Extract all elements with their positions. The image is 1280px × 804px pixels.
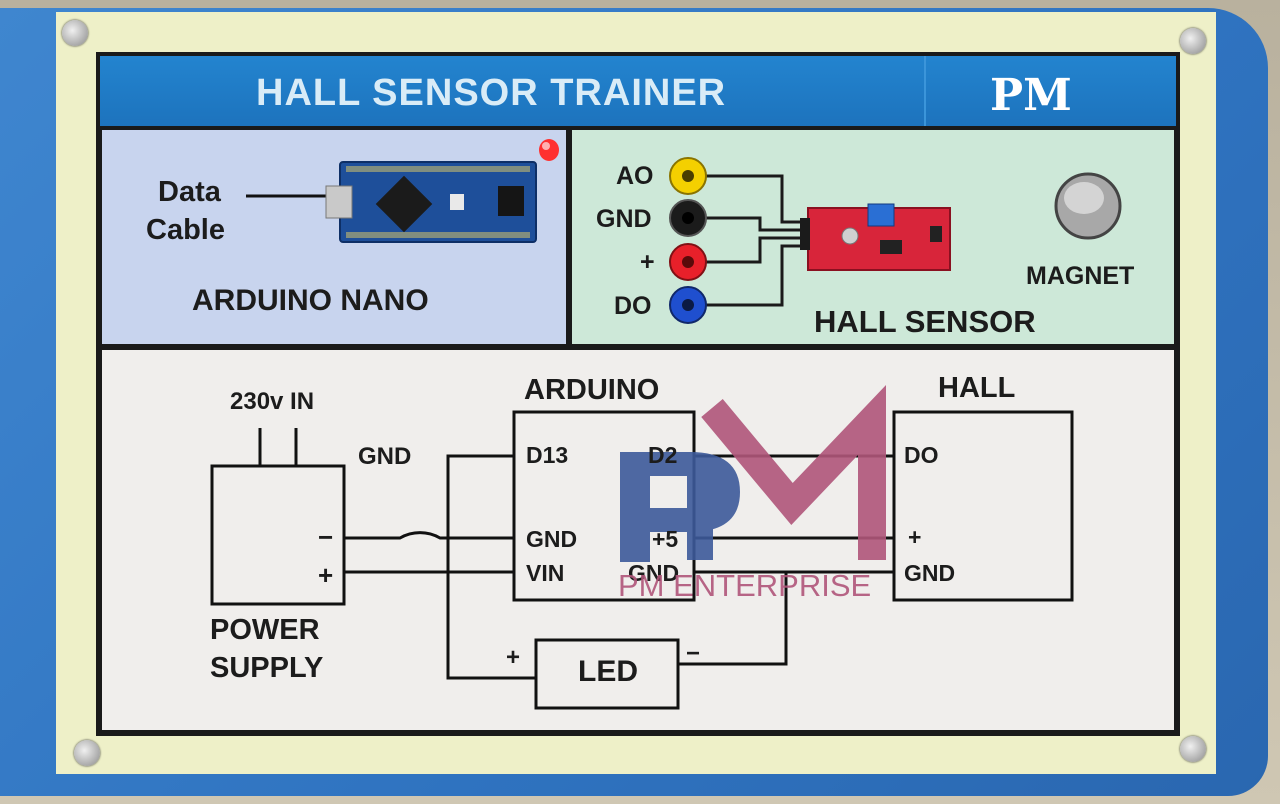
led-box [534, 638, 680, 710]
terminal-label-ao: AO [616, 162, 654, 190]
terminal-label-do: DO [614, 292, 652, 320]
arduino-nano-board [325, 161, 537, 243]
led-plus-label: + [506, 644, 521, 671]
potentiometer [867, 203, 895, 227]
arduino-pin-d13: D13 [526, 442, 569, 468]
data-cable-label-line2: Cable [146, 214, 225, 246]
pm-logo: PM [990, 70, 1072, 121]
magnet-label: MAGNET [1026, 262, 1135, 290]
screw-top-right [1180, 28, 1206, 54]
supply-plus-label: + [318, 560, 334, 590]
screw-bottom-right [1180, 736, 1206, 762]
banner-divider [924, 56, 926, 126]
hall-box [892, 410, 1074, 602]
supply-minus-label: − [318, 522, 334, 552]
arduino-pin-gnd-right: GND [628, 560, 680, 586]
icsp-header [498, 186, 524, 216]
arduino-pin-gnd-left: GND [526, 526, 578, 552]
hall-title: HALL [938, 372, 1016, 404]
usb-connector [325, 185, 353, 219]
hall-pin-gnd: GND [904, 560, 956, 586]
arduino-title: ARDUINO [524, 374, 660, 406]
watermark-company: PM ENTERPRISE [618, 568, 872, 603]
power-label: POWER [210, 614, 320, 646]
red-led [539, 139, 559, 161]
arduino-pin-5v: +5 [652, 526, 679, 552]
reset-button [450, 194, 464, 210]
arduino-pin-vin: VIN [526, 560, 565, 586]
hall-sensor-label: HALL SENSOR [814, 304, 1036, 339]
led-minus-label: − [686, 640, 701, 667]
hall-pin-plus: + [908, 524, 922, 550]
watermark-m-letter [687, 385, 886, 560]
board-title: HALL SENSOR TRAINER [256, 72, 727, 114]
screw-bottom-left [74, 740, 100, 766]
power-supply-box [210, 464, 346, 606]
terminal-wires [690, 174, 804, 307]
led-label: LED [578, 655, 638, 688]
data-cable-label-line1: Data [158, 176, 221, 208]
hall-pin-do: DO [904, 442, 939, 468]
watermark-p-letter [620, 452, 740, 562]
arduino-pin-d2: D2 [648, 442, 678, 468]
supply-label: SUPPLY [210, 652, 324, 684]
terminal-label-gnd: GND [596, 205, 652, 233]
input-230v-label: 230v IN [230, 388, 315, 415]
hall-sensor-module [800, 203, 951, 271]
terminal-label-plus: + [640, 248, 655, 276]
title-banner [100, 56, 1176, 126]
screw-top-left [62, 20, 88, 46]
terminals [669, 157, 707, 324]
arduino-nano-label: ARDUINO NANO [192, 284, 429, 317]
supply-gnd-label: GND [358, 443, 412, 470]
magnet [1054, 172, 1122, 240]
